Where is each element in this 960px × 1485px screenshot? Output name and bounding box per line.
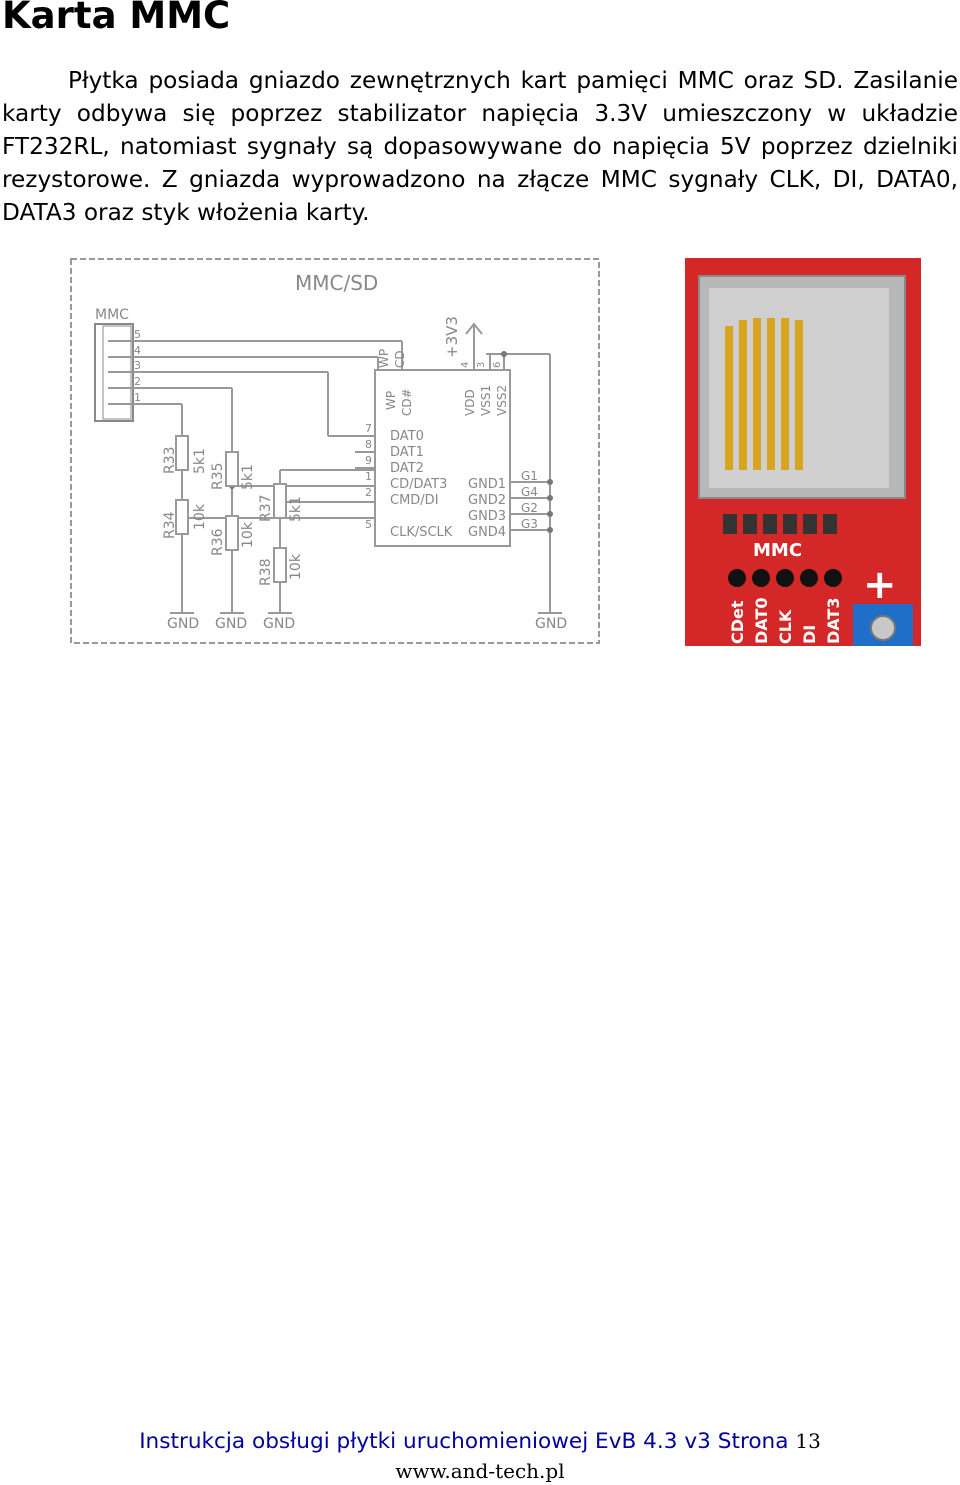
resistor-value: 10k [288, 553, 304, 580]
resistor-value: 5k1 [288, 496, 304, 522]
resistor-value: 10k [240, 521, 256, 548]
board-label: + [863, 562, 897, 608]
socket-pin-name: DAT1 [390, 445, 424, 460]
socket-inner-label: VSS2 [495, 385, 509, 416]
board-label: DAT0 [752, 598, 771, 644]
socket-gnd-pin: G2 [521, 501, 538, 515]
socket-pin-num: 9 [365, 454, 372, 467]
power-label: +3V3 [443, 316, 461, 358]
socket-pin-name: DAT2 [390, 461, 424, 476]
socket-inner-label: WP [384, 391, 398, 410]
socket-pin-num: 1 [365, 470, 372, 483]
ground-label: GND [263, 616, 295, 632]
resistor-ref: R34 [162, 511, 178, 539]
resistor-ref: R36 [210, 528, 226, 556]
resistor-ref: R38 [258, 558, 274, 586]
resistor-r34 [175, 499, 189, 535]
resistor-value: 5k1 [192, 448, 208, 474]
socket-inner-label: CD# [400, 388, 414, 416]
socket-pin-num: 4 [460, 362, 471, 368]
resistor-r35 [225, 451, 239, 487]
footer-page-label: Strona [717, 1429, 789, 1454]
board-label: CLK [776, 609, 795, 644]
resistor-ref: R37 [258, 494, 274, 522]
resistor-r37 [273, 483, 287, 519]
socket-gnd-pin: G3 [521, 517, 538, 531]
footer-url: www.and-tech.pl [395, 1459, 565, 1483]
socket-pin-num: 5 [365, 518, 372, 531]
board-label: MMC [753, 540, 802, 561]
socket-pin-num: 8 [365, 438, 372, 451]
socket-pin-name: CLK/SCLK [390, 525, 453, 540]
socket-pin-name: CMD/DI [390, 493, 439, 508]
board-label: DAT3 [824, 598, 843, 644]
schematic-title: MMC/SD [295, 271, 378, 295]
socket-gnd-name: GND2 [468, 493, 506, 508]
socket-pin-num: 2 [365, 486, 372, 499]
board-label: CDet [728, 600, 747, 644]
socket-gnd-name: GND1 [468, 477, 506, 492]
page-heading: Karta MMC [2, 0, 231, 37]
socket-inner-label: VDD [463, 389, 477, 416]
resistor-value: 10k [192, 503, 208, 530]
body-paragraph: Płytka posiada gniazdo zewnętrznych kart… [2, 67, 958, 226]
socket-pin-num: 6 [492, 362, 503, 368]
socket-inner-label: VSS1 [479, 385, 493, 416]
ground-label: GND [167, 616, 199, 632]
card-socket [374, 369, 511, 547]
connector-pin: 1 [134, 391, 141, 404]
socket-gnd-name: GND3 [468, 509, 506, 524]
footer-title-line: Instrukcja obsługi płytki uruchomieniowe… [0, 1429, 960, 1454]
connector-pin: 4 [134, 344, 141, 357]
socket-gnd-pin: G4 [521, 485, 538, 499]
socket-pin-name: CD/DAT3 [390, 477, 447, 492]
connector-pin: 2 [134, 375, 141, 388]
resistor-r36 [225, 515, 239, 551]
resistor-ref: R35 [210, 462, 226, 490]
connector-pin: 5 [134, 328, 141, 341]
connector-pin: 3 [134, 359, 141, 372]
socket-pin-num: 7 [365, 422, 372, 435]
resistor-ref: R33 [162, 446, 178, 474]
connector-name: MMC [95, 307, 129, 323]
socket-pin-label: WP [377, 349, 391, 368]
socket-pin-name: DAT0 [390, 429, 424, 444]
ground-label: GND [215, 616, 247, 632]
socket-gnd-pin: G1 [521, 469, 538, 483]
ground-label: GND [535, 616, 567, 632]
socket-gnd-name: GND4 [468, 525, 506, 540]
schematic-frame [70, 258, 600, 644]
footer-title: Instrukcja obsługi płytki uruchomieniowe… [139, 1429, 711, 1454]
resistor-r33 [175, 435, 189, 471]
resistor-r38 [273, 547, 287, 583]
resistor-value: 5k1 [240, 464, 256, 490]
mmc-sd-schematic: MMC/SD MMC 5 4 3 2 1 [70, 258, 600, 644]
board-photo: MMC CDet DAT0 CLK DI DAT3 + [685, 258, 921, 646]
footer-page-number: 13 [795, 1429, 821, 1453]
socket-pin-num: 3 [476, 362, 487, 368]
board-label: DI [800, 625, 819, 644]
socket-pin-label: CD [393, 350, 407, 368]
